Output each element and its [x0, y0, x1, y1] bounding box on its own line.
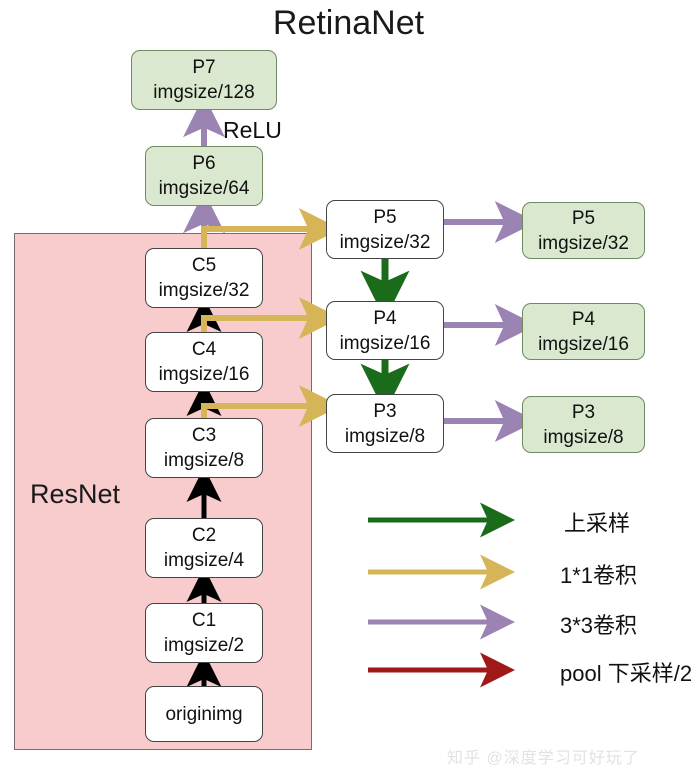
node-p5-out-line2: imgsize/32 — [538, 232, 629, 254]
node-c1-line2: imgsize/2 — [163, 635, 245, 656]
node-p4-out[interactable]: P4 imgsize/16 — [522, 303, 645, 360]
node-p4-mid-line2: imgsize/16 — [339, 332, 431, 354]
legend-label-conv1x1: 1*1卷积 — [560, 563, 638, 588]
relu-label: ReLU — [223, 117, 282, 143]
node-c2-line1: C2 — [191, 525, 217, 546]
node-c4-line2: imgsize/16 — [158, 364, 250, 385]
node-p3-out-line1: P3 — [571, 401, 596, 423]
node-c3-line2: imgsize/8 — [163, 450, 245, 471]
node-c1[interactable]: C1 imgsize/2 — [145, 603, 263, 663]
node-p3-mid-line2: imgsize/8 — [344, 425, 426, 447]
node-p5-out[interactable]: P5 imgsize/32 — [522, 202, 645, 259]
node-originimg[interactable]: originimg — [145, 686, 263, 742]
node-p7-line1: P7 — [192, 57, 216, 78]
node-originimg-line1: originimg — [165, 703, 243, 725]
watermark: 知乎 @深度学习可好玩了 — [447, 750, 640, 767]
node-p3-out-line2: imgsize/8 — [543, 426, 624, 448]
node-p4-mid[interactable]: P4 imgsize/16 — [326, 301, 444, 360]
node-c4-line1: C4 — [191, 339, 217, 360]
node-p3-mid[interactable]: P3 imgsize/8 — [326, 394, 444, 453]
node-c2-line2: imgsize/4 — [163, 550, 245, 571]
legend-label-conv3x3: 3*3卷积 — [560, 613, 638, 638]
node-c5-line2: imgsize/32 — [158, 280, 250, 301]
legend-arrows — [368, 502, 515, 688]
resnet-region-label: ResNet — [30, 479, 121, 509]
node-p4-out-line1: P4 — [571, 308, 596, 330]
node-p6-line1: P6 — [192, 153, 216, 174]
node-c4[interactable]: C4 imgsize/16 — [145, 332, 263, 392]
output-conv-arrows — [444, 201, 537, 442]
node-p5-mid[interactable]: P5 imgsize/32 — [326, 200, 444, 259]
node-c5[interactable]: C5 imgsize/32 — [145, 248, 263, 308]
node-p4-mid-line1: P4 — [373, 307, 397, 329]
node-c3[interactable]: C3 imgsize/8 — [145, 418, 263, 478]
node-p6[interactable]: P6 imgsize/64 — [145, 146, 263, 206]
node-c5-line1: C5 — [191, 255, 217, 276]
node-p7[interactable]: P7 imgsize/128 — [131, 50, 277, 110]
node-c1-line1: C1 — [191, 610, 217, 631]
page-title: RetinaNet — [272, 4, 425, 42]
node-p5-mid-line2: imgsize/32 — [339, 231, 431, 253]
node-p5-out-line1: P5 — [571, 207, 596, 229]
node-c3-line1: C3 — [191, 425, 217, 446]
node-p3-out[interactable]: P3 imgsize/8 — [522, 396, 645, 453]
node-p3-mid-line1: P3 — [373, 400, 397, 422]
node-p5-mid-line1: P5 — [373, 206, 397, 228]
node-p7-line2: imgsize/128 — [153, 82, 255, 103]
legend-label-upsample: 上采样 — [564, 511, 631, 536]
node-p4-out-line2: imgsize/16 — [538, 333, 629, 355]
legend-label-pool: pool 下采样/2 — [560, 661, 693, 686]
node-c2[interactable]: C2 imgsize/4 — [145, 518, 263, 578]
node-p6-line2: imgsize/64 — [158, 178, 250, 199]
